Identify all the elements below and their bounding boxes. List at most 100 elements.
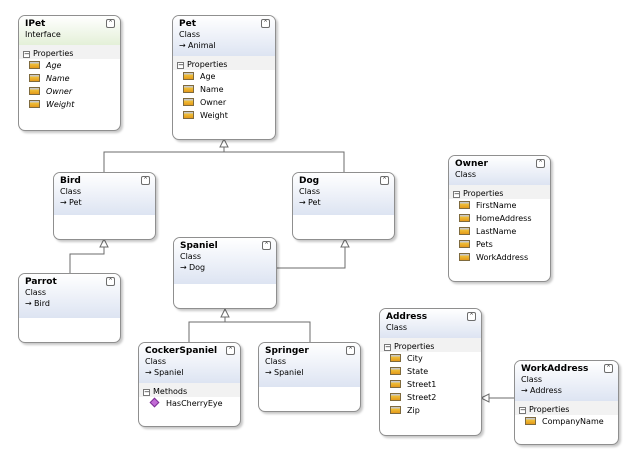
ipet-interface-box[interactable]: IPet Interface ⌃ −Properties Age Name Ow… — [18, 15, 121, 131]
property-name: City — [407, 354, 423, 363]
pet-header: Pet Class →Animal ⌃ — [173, 16, 275, 56]
collapse-chevron-icon[interactable]: ⌃ — [106, 19, 115, 28]
base-class-label: →Pet — [60, 197, 149, 208]
parrot-header: Parrot Class →Bird ⌃ — [19, 274, 120, 318]
properties-section-header[interactable]: −Properties — [515, 401, 618, 415]
base-class-name: Spaniel — [154, 368, 184, 377]
collapse-chevron-icon[interactable]: ⌃ — [226, 346, 235, 355]
property-item[interactable]: WorkAddress — [449, 251, 550, 264]
owner-class-box[interactable]: Owner Class ⌃ −Properties FirstName Home… — [448, 155, 551, 282]
inherit-arrowhead-spaniel — [220, 307, 230, 318]
property-name: Street2 — [407, 393, 437, 402]
pet-class-box[interactable]: Pet Class →Animal ⌃ −Properties Age Name… — [172, 15, 276, 140]
class-kind: Interface — [25, 30, 61, 39]
class-kind: Class — [299, 187, 321, 196]
workaddress-header: WorkAddress Class →Address ⌃ — [515, 361, 618, 401]
property-icon — [183, 72, 194, 80]
base-class-label: →Dog — [180, 262, 270, 273]
class-kind: Class — [179, 30, 201, 39]
spaniel-header: Spaniel Class →Dog ⌃ — [174, 238, 276, 284]
property-item[interactable]: HomeAddress — [449, 212, 550, 225]
base-class-label: →Pet — [299, 197, 388, 208]
spaniel-class-box[interactable]: Spaniel Class →Dog ⌃ — [173, 237, 277, 309]
section-toggle-minus-icon[interactable]: − — [453, 190, 460, 198]
springer-class-box[interactable]: Springer Class →Spaniel ⌃ — [258, 342, 361, 412]
collapse-chevron-icon[interactable]: ⌃ — [536, 159, 545, 168]
class-title: Pet — [179, 19, 197, 29]
property-item[interactable]: FirstName — [449, 199, 550, 212]
section-label: Methods — [153, 387, 188, 396]
owner-header: Owner Class ⌃ — [449, 156, 550, 185]
section-toggle-minus-icon[interactable]: − — [143, 388, 150, 396]
property-name: Age — [46, 61, 62, 70]
property-item[interactable]: Street1 — [380, 378, 481, 391]
property-name: Name — [200, 85, 224, 94]
property-item[interactable]: Owner — [19, 85, 120, 98]
base-class-label: →Animal — [179, 40, 269, 51]
property-item[interactable]: LastName — [449, 225, 550, 238]
property-icon — [183, 111, 194, 119]
collapse-chevron-icon[interactable]: ⌃ — [141, 176, 150, 185]
collapse-chevron-icon[interactable]: ⌃ — [262, 241, 271, 250]
properties-section-header[interactable]: −Properties — [19, 45, 120, 59]
property-item[interactable]: State — [380, 365, 481, 378]
property-icon — [29, 74, 40, 82]
property-item[interactable]: Age — [173, 70, 275, 83]
collapse-chevron-icon[interactable]: ⌃ — [604, 364, 613, 373]
property-item[interactable]: Zip — [380, 404, 481, 417]
properties-section-header[interactable]: −Properties — [173, 56, 275, 70]
connector-springer-spaniel — [225, 321, 311, 342]
method-item[interactable]: HasCherryEye — [139, 397, 240, 410]
workaddress-class-box[interactable]: WorkAddress Class →Address ⌃ −Properties… — [514, 360, 619, 445]
property-item[interactable]: Pets — [449, 238, 550, 251]
property-name: Zip — [407, 406, 420, 415]
base-class-label: →Spaniel — [265, 367, 354, 378]
bird-class-box[interactable]: Bird Class →Pet ⌃ — [53, 172, 156, 240]
bird-header: Bird Class →Pet ⌃ — [54, 173, 155, 215]
property-item[interactable]: City — [380, 352, 481, 365]
property-item[interactable]: Weight — [173, 109, 275, 122]
property-item[interactable]: Street2 — [380, 391, 481, 404]
property-name: State — [407, 367, 429, 376]
address-class-box[interactable]: Address Class ⌃ −Properties City State S… — [379, 308, 482, 436]
properties-section-header[interactable]: −Properties — [449, 185, 550, 199]
property-name: Name — [46, 74, 70, 83]
collapse-chevron-icon[interactable]: ⌃ — [261, 19, 270, 28]
collapse-chevron-icon[interactable]: ⌃ — [346, 346, 355, 355]
property-icon — [29, 100, 40, 108]
dog-class-box[interactable]: Dog Class →Pet ⌃ — [292, 172, 395, 240]
property-item[interactable]: CompanyName — [515, 415, 618, 428]
collapse-chevron-icon[interactable]: ⌃ — [106, 277, 115, 286]
cockerspaniel-class-box[interactable]: CockerSpaniel Class →Spaniel ⌃ −Methods … — [138, 342, 241, 427]
collapse-chevron-icon[interactable]: ⌃ — [467, 312, 476, 321]
method-icon — [149, 397, 160, 408]
methods-section-header[interactable]: −Methods — [139, 383, 240, 397]
properties-section-header[interactable]: −Properties — [380, 338, 481, 352]
property-item[interactable]: Name — [19, 72, 120, 85]
springer-header: Springer Class →Spaniel ⌃ — [259, 343, 360, 387]
class-kind: Class — [145, 357, 167, 366]
base-class-label: →Address — [521, 385, 612, 396]
collapse-chevron-icon[interactable]: ⌃ — [380, 176, 389, 185]
property-icon — [459, 227, 470, 235]
property-item[interactable]: Name — [173, 83, 275, 96]
cockerspaniel-header: CockerSpaniel Class →Spaniel ⌃ — [139, 343, 240, 383]
section-toggle-minus-icon[interactable]: − — [177, 61, 184, 69]
base-class-name: Animal — [188, 41, 216, 50]
property-item[interactable]: Owner — [173, 96, 275, 109]
class-kind: Class — [25, 288, 47, 297]
property-item[interactable]: Weight — [19, 98, 120, 111]
connector-parrot-bird — [69, 246, 105, 273]
parrot-class-box[interactable]: Parrot Class →Bird ⌃ — [18, 273, 121, 343]
property-name: HomeAddress — [476, 214, 532, 223]
class-kind: Class — [180, 252, 202, 261]
connector-spaniel-dog — [273, 246, 346, 269]
property-icon — [390, 354, 401, 362]
section-toggle-minus-icon[interactable]: − — [519, 406, 526, 414]
section-toggle-minus-icon[interactable]: − — [23, 50, 30, 58]
connector-dog-pet — [224, 151, 345, 172]
property-item[interactable]: Age — [19, 59, 120, 72]
section-toggle-minus-icon[interactable]: − — [384, 343, 391, 351]
